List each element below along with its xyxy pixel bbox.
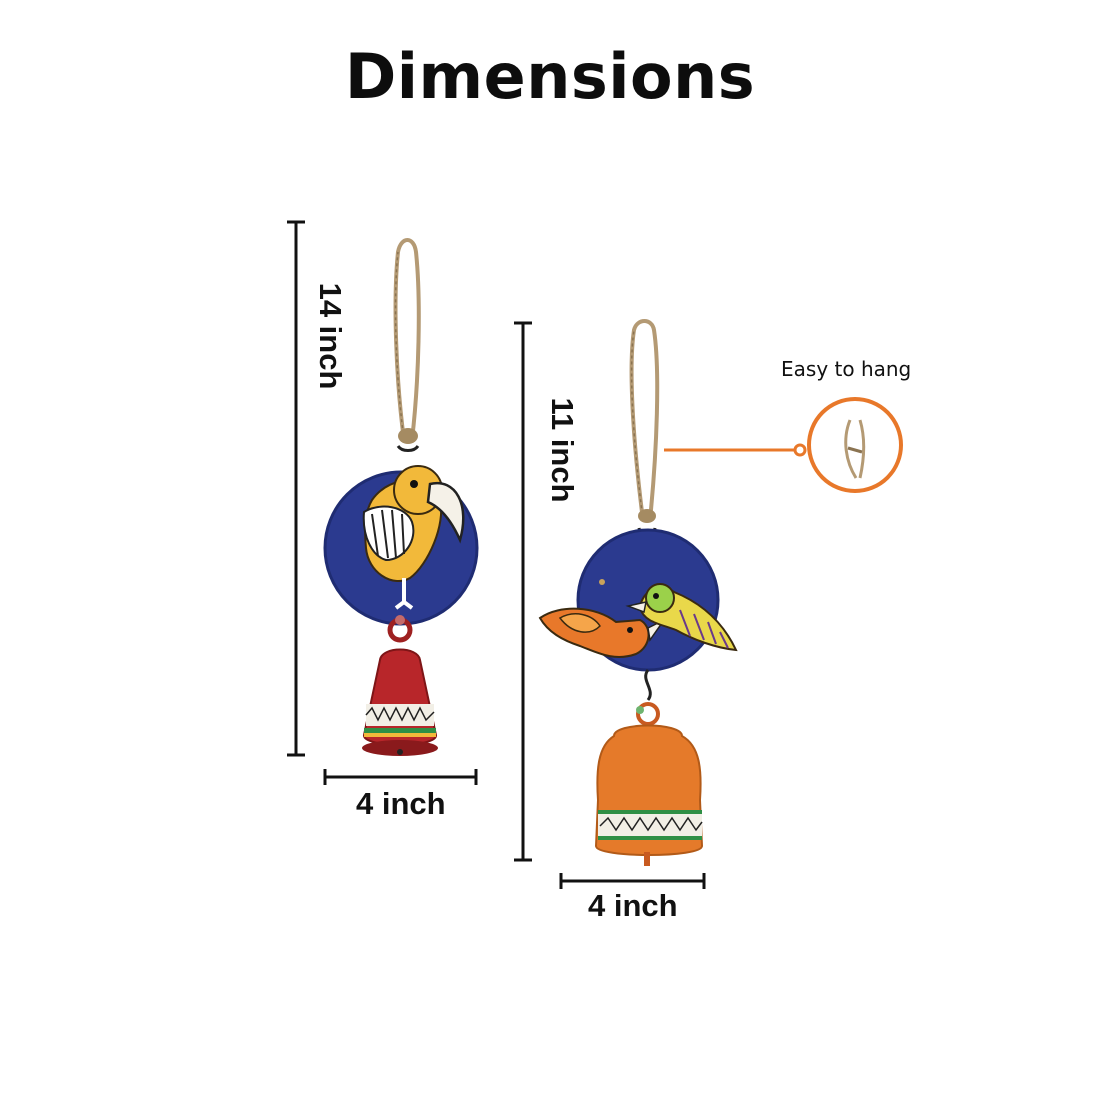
easy-hang-label: Easy to hang [781, 357, 912, 381]
width-guide-left [323, 769, 478, 785]
height-label-right: 11 inch [545, 397, 580, 503]
page-title: Dimensions [344, 40, 756, 113]
height-guide-right [514, 321, 532, 862]
height-label-left: 14 inch [313, 282, 348, 390]
width-label-left: 4 inch [356, 786, 446, 821]
hornbill-hanging [323, 238, 479, 756]
width-label-right: 4 inch [588, 888, 678, 923]
height-guide-left [287, 220, 305, 757]
width-guide-right [559, 873, 706, 889]
birds-hanging [538, 319, 738, 866]
zoom-circle [807, 397, 903, 493]
easy-hang-callout [664, 397, 903, 493]
